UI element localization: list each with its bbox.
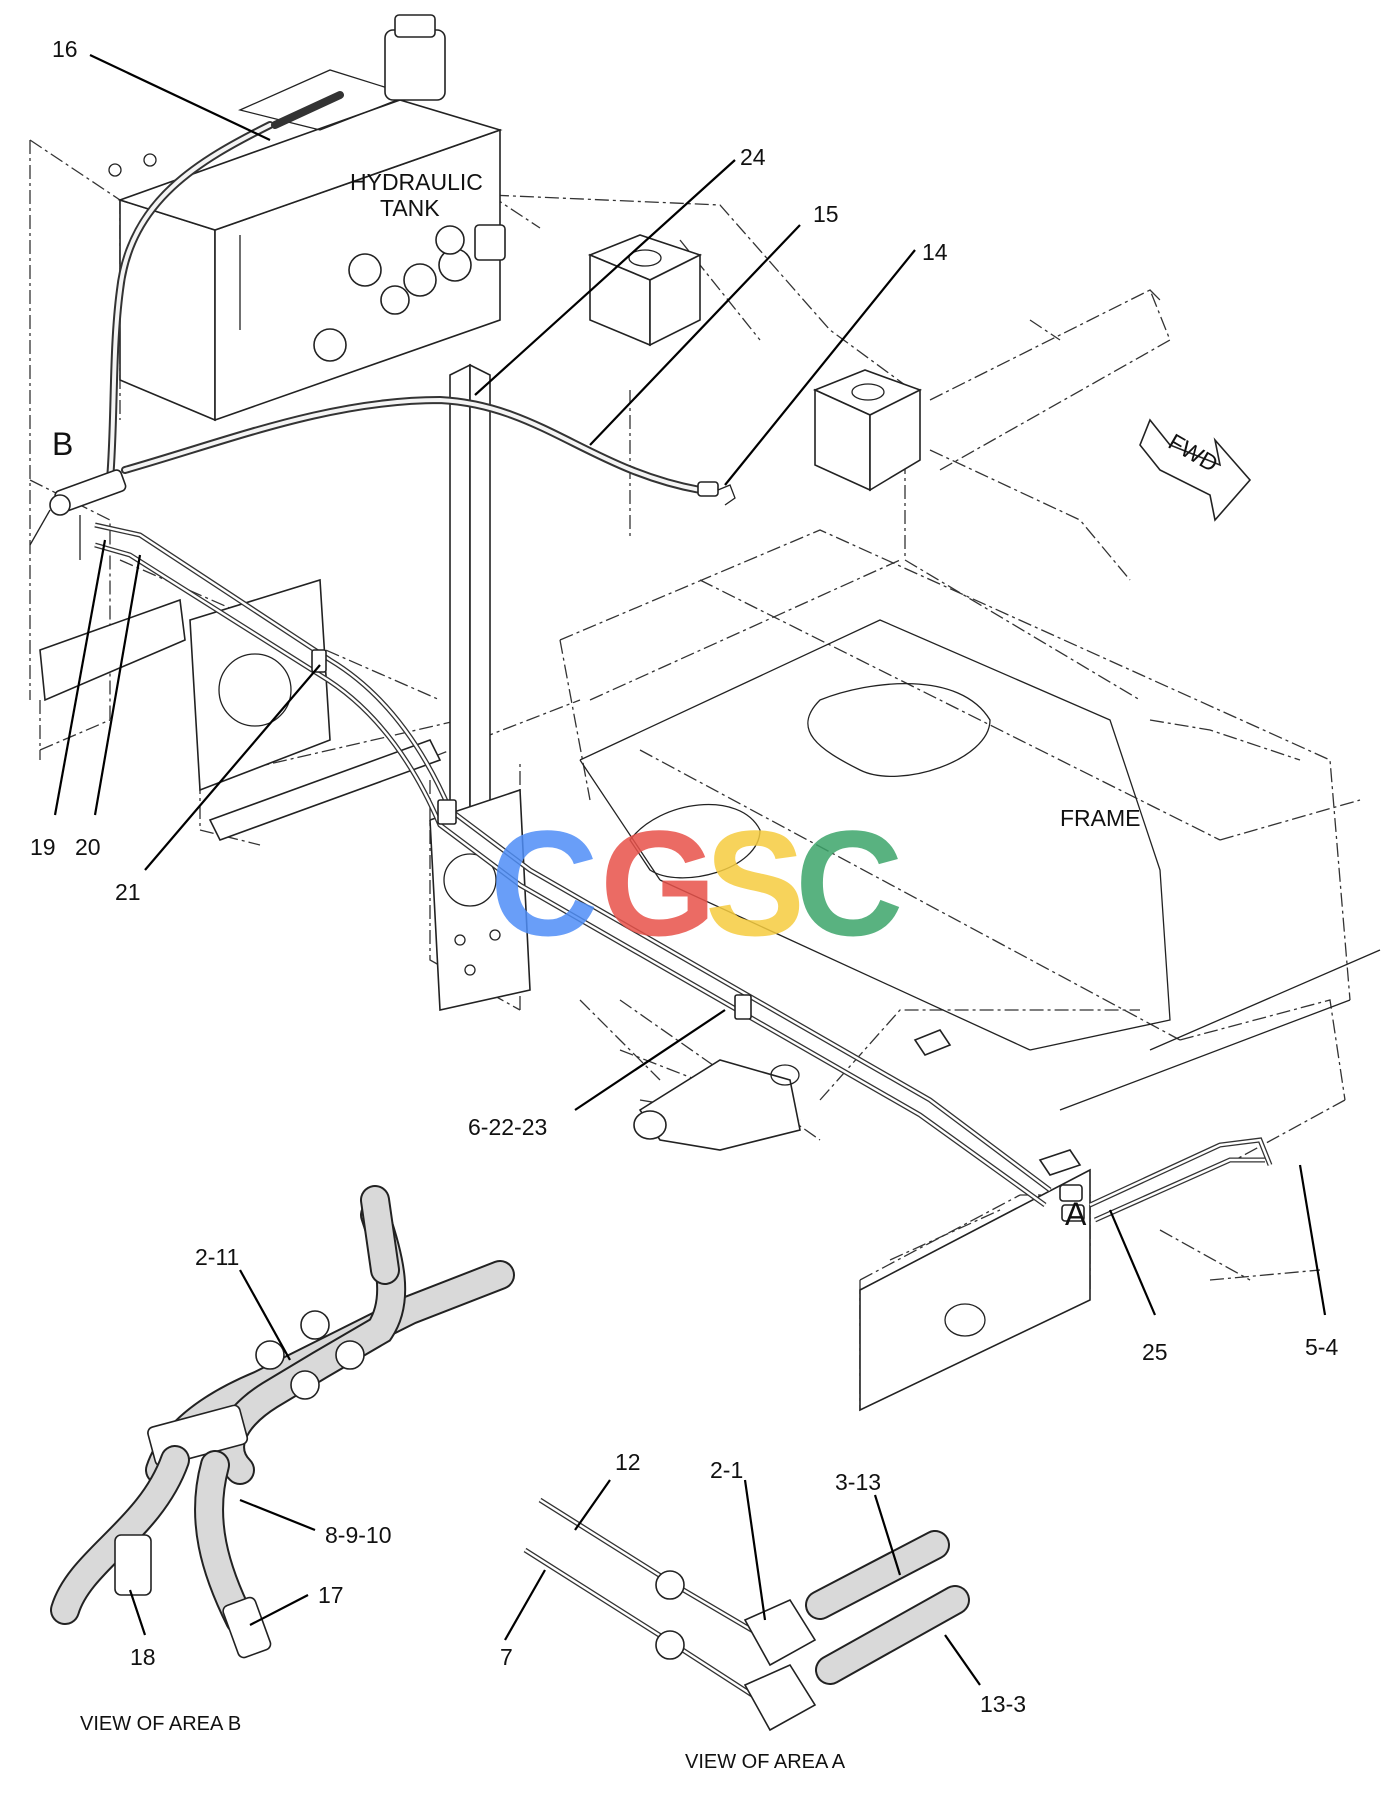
view-area-b-caption: VIEW OF AREA B <box>80 1713 241 1735</box>
left-cross-member <box>39 578 442 841</box>
callout-17: 17 <box>318 1582 344 1608</box>
callout-8-9-10: 8-9-10 <box>325 1522 391 1548</box>
callout-20: 20 <box>75 834 101 860</box>
rear-beam <box>633 1029 1091 1412</box>
callout-19: 19 <box>30 834 56 860</box>
callout-14: 14 <box>922 239 948 265</box>
leader-lines <box>53 54 1327 1686</box>
fwd-arrow <box>1139 418 1252 522</box>
callout-13-3: 13-3 <box>980 1691 1026 1717</box>
callout-2-11: 2-11 <box>195 1244 239 1270</box>
view-area-a-caption: VIEW OF AREA A <box>685 1751 846 1773</box>
callout-12: 12 <box>615 1449 641 1475</box>
frame-label: FRAME <box>1060 805 1141 831</box>
watermark-letter-2: G <box>600 799 717 967</box>
callout-3-13: 3-13 <box>835 1469 881 1495</box>
callout-18: 18 <box>130 1644 156 1670</box>
tank-label-line2: TANK <box>380 195 440 221</box>
watermark-letter-4: C <box>795 799 903 967</box>
callout-6-22-23: 6-22-23 <box>468 1114 547 1140</box>
area-b-marker: B <box>52 426 73 462</box>
callout-25: 25 <box>1142 1339 1168 1365</box>
watermark: C G S C <box>490 799 903 967</box>
hydraulic-hoses <box>106 91 736 506</box>
watermark-letter-1: C <box>490 799 598 967</box>
callout-24: 24 <box>740 144 766 170</box>
callout-2-1: 2-1 <box>710 1457 743 1483</box>
vertical-post <box>429 363 531 1011</box>
mounting-blocks <box>587 234 923 492</box>
frame-floor <box>579 619 1381 1111</box>
watermark-letter-3: S <box>705 799 805 967</box>
area-a-marker: A <box>1065 1196 1087 1232</box>
view-area-a-detail <box>523 1497 970 1732</box>
area-b-fittings <box>29 469 127 560</box>
callout-15: 15 <box>813 201 839 227</box>
view-area-b-detail <box>50 1185 515 1659</box>
callout-7: 7 <box>500 1644 513 1670</box>
steel-tubes <box>94 522 1273 1223</box>
hydraulic-tank <box>108 14 506 422</box>
tank-label-line1: HYDRAULIC <box>350 169 483 195</box>
callout-16: 16 <box>52 36 78 62</box>
callout-21: 21 <box>115 879 141 905</box>
callout-5-4: 5-4 <box>1305 1334 1338 1360</box>
